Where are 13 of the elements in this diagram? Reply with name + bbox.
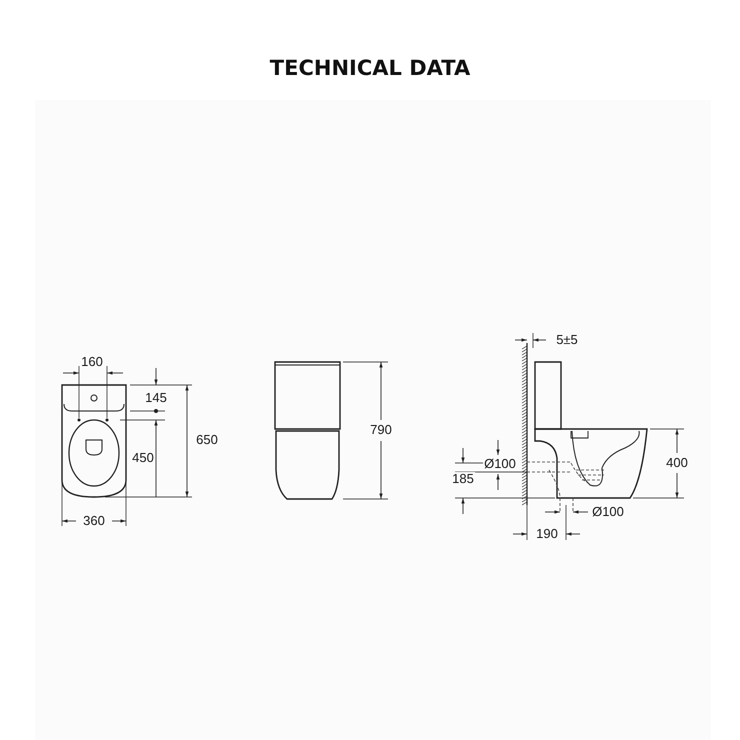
dimension-label: Ø100 (591, 505, 625, 519)
dimension-label: 145 (144, 391, 168, 405)
dimension-label: 185 (451, 472, 475, 486)
dimension-label: Ø100 (483, 457, 517, 471)
dimension-label: 190 (535, 527, 559, 541)
dimension-label: 360 (82, 514, 106, 528)
dimension-label: 160 (80, 355, 104, 369)
dimension-label: 790 (369, 423, 393, 437)
dimension-label: 400 (665, 456, 689, 470)
title: TECHNICAL DATA (268, 56, 472, 80)
dimension-label: 650 (195, 433, 219, 447)
dimension-label: 5±5 (555, 333, 579, 347)
dimension-label: 450 (131, 451, 155, 465)
